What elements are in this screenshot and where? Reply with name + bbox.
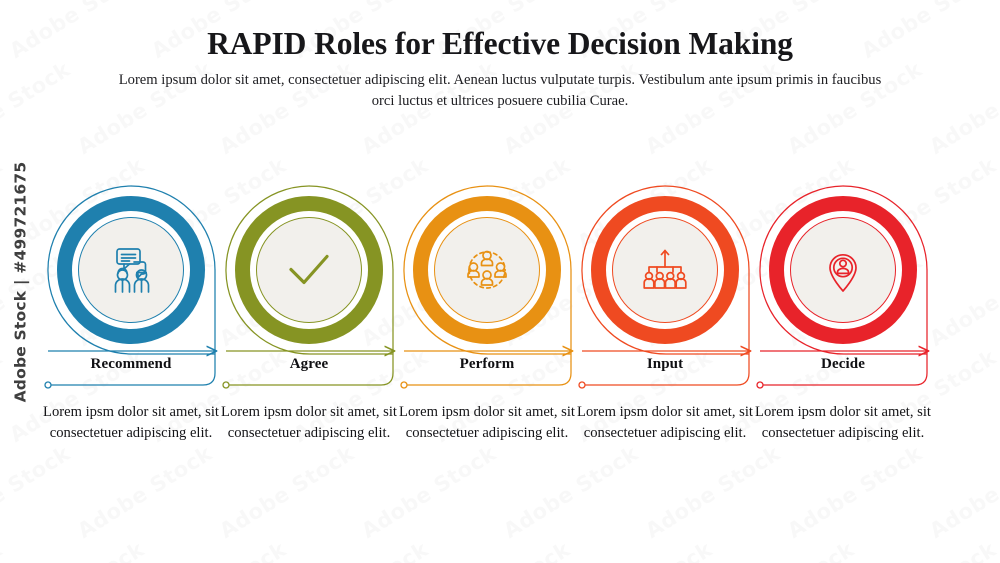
- stock-credit-bar: Adobe Stock | #499721675: [0, 0, 40, 563]
- connector-endpoint-dot: [756, 381, 764, 389]
- org-chart-hierarchy-icon: [612, 217, 718, 323]
- step-badge-input[interactable]: [591, 196, 739, 344]
- step-body-input: Lorem ipsm dolor sit amet, sit consectet…: [577, 404, 753, 442]
- step-badge-agree[interactable]: [235, 196, 383, 344]
- connector-endpoint-dot: [400, 381, 408, 389]
- inner-ring: [612, 217, 718, 323]
- step-body-decide: Lorem ipsm dolor sit amet, sit consectet…: [755, 404, 931, 442]
- step-body-perform: Lorem ipsm dolor sit amet, sit consectet…: [399, 404, 575, 442]
- stock-credit-label: Adobe Stock | #499721675: [11, 161, 29, 402]
- page-title: RAPID Roles for Effective Decision Makin…: [207, 26, 793, 61]
- step-body-recommend: Lorem ipsm dolor sit amet, sit consectet…: [43, 404, 219, 442]
- connector-perform: [400, 185, 572, 389]
- connector-endpoint-dot: [578, 381, 586, 389]
- team-group-icon: [434, 217, 540, 323]
- location-pin-person-icon: [790, 217, 896, 323]
- people-speech-bubble-icon: [78, 217, 184, 323]
- page-subtitle: Lorem ipsum dolor sit amet, consectetuer…: [118, 72, 882, 109]
- connector-input: [578, 185, 750, 389]
- connector-endpoint-dot: [44, 381, 52, 389]
- inner-ring: [256, 217, 362, 323]
- inner-ring: [78, 217, 184, 323]
- step-label-decide: Decide: [821, 356, 865, 372]
- checkmark-icon: [256, 217, 362, 323]
- connector-agree: [222, 185, 394, 389]
- step-badge-decide[interactable]: [769, 196, 917, 344]
- step-badge-recommend[interactable]: [57, 196, 205, 344]
- step-label-input: Input: [646, 356, 684, 372]
- step-badge-perform[interactable]: [413, 196, 561, 344]
- inner-ring: [790, 217, 896, 323]
- step-label-agree: Agree: [289, 356, 329, 372]
- header: RAPID Roles for Effective Decision Makin…: [0, 26, 1000, 112]
- inner-ring: [434, 217, 540, 323]
- step-label-recommend: Recommend: [90, 356, 172, 372]
- connector-decide: [756, 185, 928, 389]
- connector-endpoint-dot: [222, 381, 230, 389]
- step-body-agree: Lorem ipsm dolor sit amet, sit consectet…: [221, 404, 397, 442]
- step-label-perform: Perform: [459, 356, 515, 372]
- connector-recommend: [44, 185, 216, 389]
